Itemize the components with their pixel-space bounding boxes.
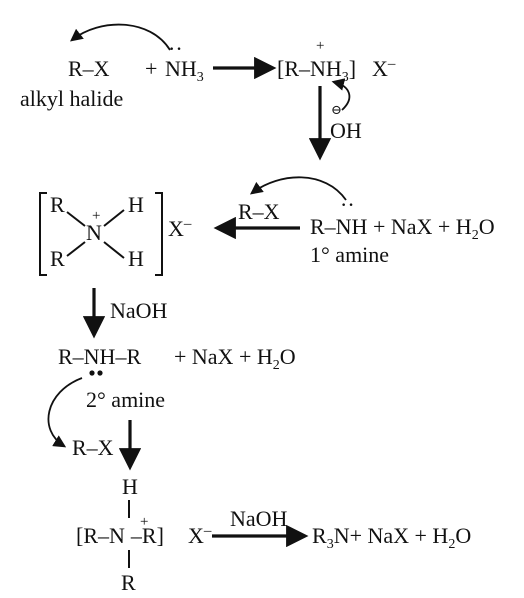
bond-n-h-bottom bbox=[103, 241, 125, 259]
hydroxide-formula: OH bbox=[330, 118, 362, 143]
complex-r-bottom: R bbox=[50, 246, 65, 271]
curved-arrow-nh-to-rx-2 bbox=[47, 377, 83, 448]
step-2: NaOH bbox=[82, 288, 168, 339]
quat-anion: X– bbox=[188, 523, 212, 548]
step-1: ⊖ OH bbox=[308, 78, 362, 161]
hydroxide-charge: ⊖ bbox=[331, 102, 342, 117]
secondary-amine-label: 2° amine bbox=[86, 387, 165, 412]
reaction-4: H + [R–N–R] R X– NaOH R3N+ NaX + H2O bbox=[76, 474, 471, 595]
quat-r-bottom: R bbox=[121, 570, 136, 595]
alkyl-halide-label: alkyl halide bbox=[20, 86, 123, 111]
plus-sign: + bbox=[145, 56, 157, 81]
halide-anion: X– bbox=[372, 56, 396, 81]
lone-pair-dot-1 bbox=[89, 370, 95, 376]
curved-arrow-oh-to-h bbox=[331, 78, 351, 111]
alkylammonium-formula: [R–NH3] bbox=[277, 56, 356, 85]
quat-bracket: [R–N–R] bbox=[76, 523, 164, 548]
reagent-naoh-2: NaOH bbox=[230, 506, 288, 531]
reaction-1: R–X alkyl halide + ·· NH3 + [R–NH3] X– bbox=[20, 23, 396, 111]
curved-arrow-nh-to-rx bbox=[249, 176, 347, 201]
dialkylammonium-complex: R R + N H H X– bbox=[39, 192, 192, 276]
reagent-rx: R–X bbox=[238, 199, 280, 224]
complex-r-top: R bbox=[50, 192, 65, 217]
ammonia-formula: NH3 bbox=[165, 56, 204, 85]
complex-h-bottom: H bbox=[128, 246, 144, 271]
reagent-naoh-1: NaOH bbox=[110, 298, 168, 323]
alkyl-halide-formula: R–X bbox=[68, 56, 110, 81]
reaction-3: R–NH–R + NaX + H2O 2° amine R–X bbox=[47, 344, 296, 471]
reaction-2: R–X ·· R–NH + NaX + H2O 1° amine R R + N… bbox=[39, 176, 495, 276]
left-bracket bbox=[39, 192, 47, 276]
complex-h-top: H bbox=[128, 192, 144, 217]
complex-n-charge: + bbox=[92, 208, 100, 224]
right-bracket bbox=[155, 192, 163, 276]
primary-amine-label: 1° amine bbox=[310, 242, 389, 267]
bond-n-r-bottom bbox=[66, 241, 86, 257]
ammonium-charge: + bbox=[316, 38, 324, 54]
primary-amine-equation: R–NH + NaX + H2O bbox=[310, 214, 495, 243]
tertiary-amine-equation: R3N+ NaX + H2O bbox=[312, 523, 471, 552]
complex-n: N bbox=[86, 220, 102, 245]
quat-h-top: H bbox=[122, 474, 138, 499]
secondary-amine-formula: R–NH–R bbox=[58, 344, 141, 369]
secondary-byproducts: + NaX + H2O bbox=[174, 344, 296, 373]
lone-pair-dot-2 bbox=[97, 370, 103, 376]
nh3-lone-pair: ·· bbox=[168, 36, 183, 61]
bond-n-h-top bbox=[103, 209, 125, 227]
complex-anion: X– bbox=[168, 216, 192, 241]
quat-n-charge: + bbox=[140, 514, 148, 530]
curved-arrow-nh3-to-rx bbox=[70, 23, 171, 51]
bond-n-r-top bbox=[66, 211, 86, 227]
reagent-rx-2: R–X bbox=[72, 435, 114, 460]
primary-amine-lone-pair: ·· bbox=[340, 192, 355, 217]
